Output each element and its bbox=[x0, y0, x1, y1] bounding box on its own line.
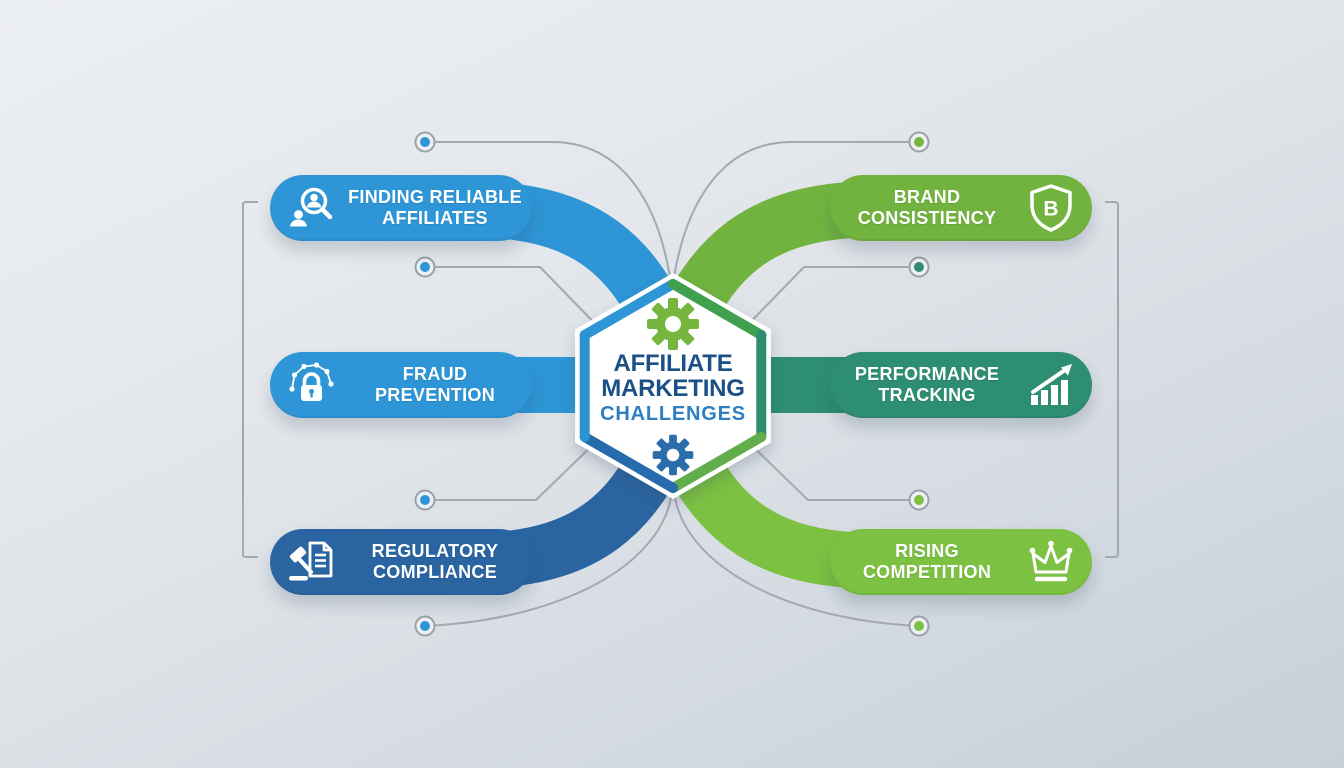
hexagon-border-edges bbox=[579, 279, 767, 493]
card-label: FINDING RELIABLE AFFILIATES bbox=[348, 187, 522, 228]
card-label: PERFORMANCE TRACKING bbox=[854, 364, 1000, 405]
card-regulatory-compliance: REGULATORY COMPLIANCE bbox=[270, 529, 532, 595]
connector-dots bbox=[414, 131, 930, 637]
connector-dot bbox=[908, 131, 930, 153]
shield-icon: B bbox=[1024, 182, 1078, 234]
card-rising-competition: RISING COMPETITION bbox=[830, 529, 1092, 595]
center-title: AFFILIATE MARKETING CHALLENGES bbox=[573, 351, 773, 426]
center-title-line1: AFFILIATE bbox=[613, 350, 733, 377]
connector-dot bbox=[414, 256, 436, 278]
card-finding-reliable-affiliates: FINDING RELIABLE AFFILIATES bbox=[270, 175, 532, 241]
connector-dot bbox=[908, 489, 930, 511]
hexagon-face bbox=[584, 284, 762, 488]
connector-dot bbox=[908, 256, 930, 278]
gavel-document-icon bbox=[284, 536, 338, 588]
gear-icon-bottom bbox=[652, 434, 694, 476]
card-label: FRAUD PREVENTION bbox=[374, 364, 496, 405]
card-performance-tracking: PERFORMANCE TRACKING bbox=[830, 352, 1092, 418]
card-label: REGULATORY COMPLIANCE bbox=[371, 541, 499, 582]
center-title-line3: CHALLENGES bbox=[600, 403, 746, 425]
crown-icon bbox=[1024, 536, 1078, 588]
side-brackets bbox=[242, 201, 1119, 558]
search-user-icon bbox=[284, 182, 338, 234]
connector-lines bbox=[424, 141, 920, 627]
right-bracket bbox=[1105, 201, 1119, 558]
connector-dot bbox=[414, 615, 436, 637]
card-label: BRAND CONSISTIENCY bbox=[857, 187, 997, 228]
card-brand-consistency: BRAND CONSISTIENCY B bbox=[830, 175, 1092, 241]
network-lock-icon bbox=[284, 359, 338, 411]
card-label: RISING COMPETITION bbox=[862, 541, 992, 582]
connector-dot bbox=[414, 489, 436, 511]
connector-dot bbox=[414, 131, 436, 153]
left-bracket bbox=[242, 201, 258, 558]
gear-icon-top bbox=[647, 298, 699, 350]
shield-letter: B bbox=[1043, 198, 1058, 221]
card-fraud-prevention: FRAUD PREVENTION bbox=[270, 352, 532, 418]
center-title-line2: MARKETING bbox=[601, 375, 745, 402]
center-hexagon bbox=[575, 273, 771, 499]
growth-chart-icon bbox=[1024, 359, 1078, 411]
connector-dot bbox=[908, 615, 930, 637]
